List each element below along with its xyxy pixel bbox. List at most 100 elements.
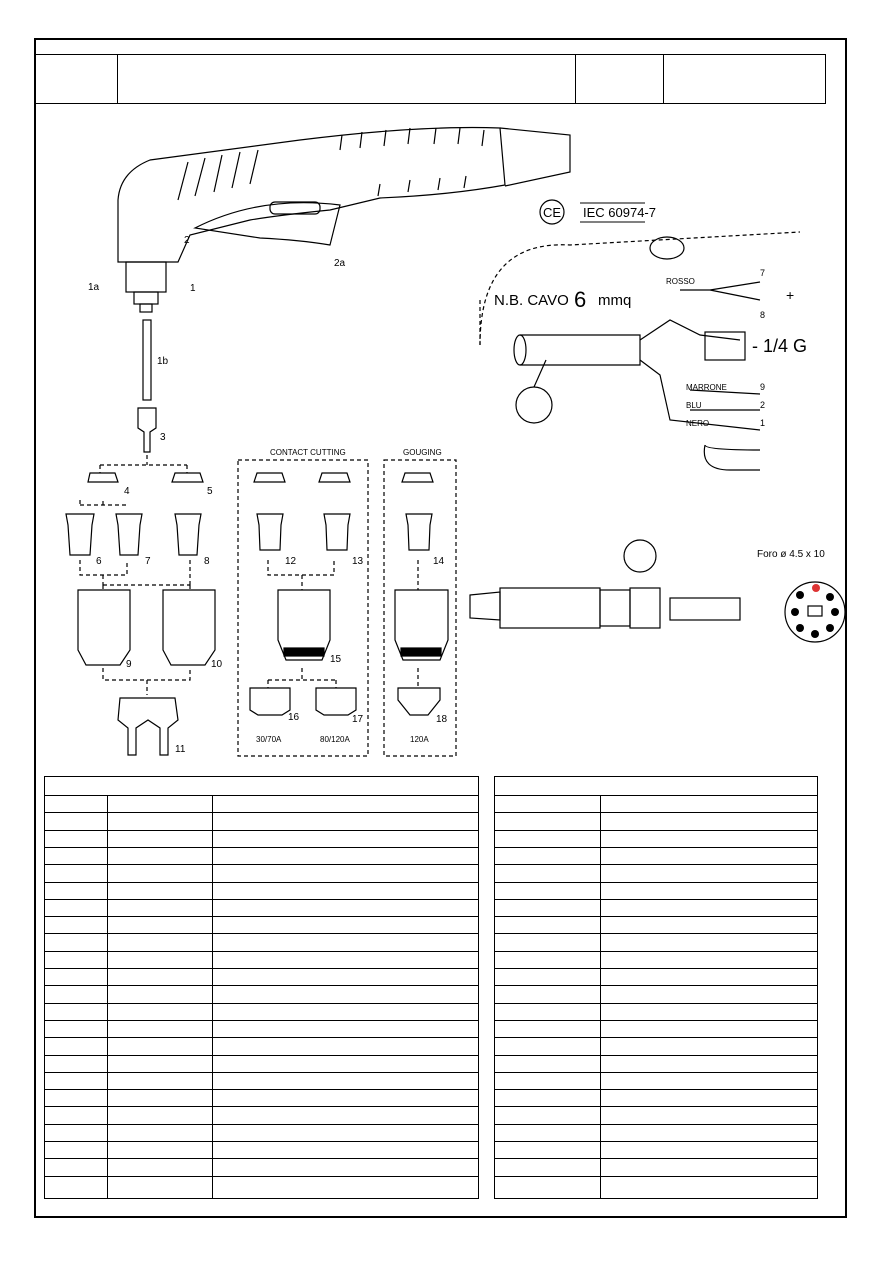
table-row: [45, 1175, 478, 1177]
table-row: [495, 898, 817, 900]
cable-unit: mmq: [598, 292, 631, 309]
table-column-divider: [600, 795, 601, 1198]
title-block: [34, 54, 826, 104]
label-11: 11: [175, 744, 186, 755]
table-row: [495, 1123, 817, 1125]
label-3: 3: [160, 432, 166, 443]
pin-8: 8: [760, 310, 765, 320]
table-row: [495, 1054, 817, 1056]
table-row: [495, 864, 817, 866]
table-row: [495, 933, 817, 935]
table-row: [45, 846, 478, 848]
table-row: [45, 950, 478, 952]
ce-mark: CE: [543, 205, 561, 220]
callout-circle-a: [515, 386, 553, 424]
table-row: [45, 1002, 478, 1004]
table-column-divider: [107, 795, 108, 1198]
label-10: 10: [211, 659, 223, 670]
label-1a: 1a: [88, 282, 100, 293]
wire-marrone: MARRONE: [686, 383, 727, 392]
table-row: [495, 1019, 817, 1021]
part-10: [162, 589, 216, 666]
table-row: [495, 1175, 817, 1177]
table-row: [495, 1089, 817, 1091]
amp-120: 120A: [410, 735, 429, 744]
parts-table-right: [494, 776, 818, 1199]
part-15b: [394, 589, 449, 661]
table-row: [495, 881, 817, 883]
part-labels: 1 1a 1b 2 2a 3 4 5 6 7 8 9 10 11 12 13 1…: [88, 235, 448, 755]
table-row: [45, 933, 478, 935]
table-row: [45, 1019, 478, 1021]
pin-plus: +: [786, 287, 794, 303]
table-row: [495, 846, 817, 848]
table-column-divider: [212, 795, 213, 1198]
fitting-label: - 1/4 G: [752, 336, 807, 356]
table-row: [495, 1106, 817, 1108]
pin-1: 1: [760, 418, 765, 428]
table-row: [45, 829, 478, 831]
table-row: [495, 1002, 817, 1004]
part-9: [77, 589, 131, 666]
table-row: [45, 898, 478, 900]
label-8: 8: [204, 556, 210, 567]
table-row: [45, 985, 478, 987]
part-16: [249, 687, 291, 716]
label-7: 7: [145, 556, 151, 567]
label-5: 5: [207, 486, 213, 497]
table-row: [495, 968, 817, 969]
wire-nero: NERO: [686, 419, 709, 428]
amp-80-120: 80/120A: [320, 735, 350, 744]
table-row: [45, 1106, 478, 1108]
table-row: [45, 1158, 478, 1160]
parts-table-left: [44, 776, 479, 1199]
label-1b: 1b: [157, 356, 169, 367]
table-row: [495, 812, 817, 814]
cable-note-prefix: N.B. CAVO: [494, 292, 569, 309]
table-row: [45, 1054, 478, 1056]
label-12: 12: [285, 556, 297, 567]
gouging-group: [383, 459, 457, 757]
label-14: 14: [433, 556, 445, 567]
hole-label: Foro ø 4.5 x 10: [757, 549, 825, 560]
label-15: 15: [330, 654, 342, 665]
group-contact-cutting: CONTACT CUTTING: [270, 448, 346, 457]
part-18: [397, 687, 441, 716]
part-1b: [142, 319, 152, 401]
table-row: [495, 1037, 817, 1039]
label-1: 1: [190, 283, 196, 294]
table-row: [45, 1123, 478, 1125]
label-13: 13: [352, 556, 364, 567]
table-row: [495, 950, 817, 952]
part-15a: [277, 589, 331, 661]
standard-label: IEC 60974-7: [583, 205, 656, 220]
table-row: [45, 795, 478, 796]
table-row: [45, 968, 478, 969]
label-2: 2: [184, 235, 190, 246]
pin-connector: [784, 581, 846, 643]
wire-rosso: ROSSO: [666, 277, 695, 286]
label-18: 18: [436, 714, 448, 725]
table-row: [495, 795, 817, 796]
table-row: [45, 1089, 478, 1091]
label-2a: 2a: [334, 258, 346, 269]
part-17: [315, 687, 357, 716]
table-row: [495, 916, 817, 918]
label-17: 17: [352, 714, 364, 725]
table-row: [495, 1071, 817, 1073]
pin-9: 9: [760, 382, 765, 392]
cable-size: 6: [574, 287, 586, 312]
label-4: 4: [124, 486, 130, 497]
label-16: 16: [288, 712, 300, 723]
table-row: [45, 864, 478, 866]
table-row: [495, 985, 817, 987]
part-11: [117, 697, 179, 756]
part-1: [125, 261, 167, 293]
pin-2: 2: [760, 400, 765, 410]
table-row: [45, 916, 478, 918]
table-row: [45, 1141, 478, 1142]
table-row: [45, 812, 478, 814]
amp-30-70: 30/70A: [256, 735, 282, 744]
group-gouging: GOUGING: [403, 448, 442, 457]
